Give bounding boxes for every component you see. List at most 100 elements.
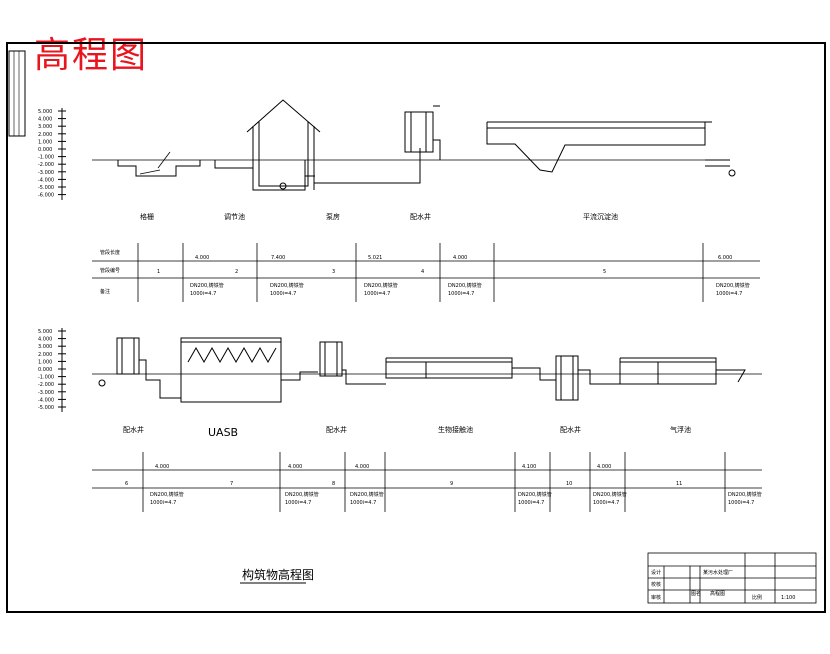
tb-scale: 1:100 [781, 595, 795, 601]
note-10b: 1000i=4.7 [593, 500, 619, 506]
distribution-well-3 [319, 341, 343, 377]
pipe-table-1-text: 管段长度 管段编号 备注 4.000 7.400 5.021 4.000 6.0… [100, 249, 750, 297]
note-6b: 1000i=4.7 [150, 500, 176, 506]
note-7b: 1000i=4.7 [285, 500, 311, 506]
seg-3: 3 [332, 269, 335, 275]
note-8b: 1000i=4.7 [350, 500, 376, 506]
note-5b: 1000i=4.7 [716, 291, 742, 297]
elevation-tick-label: -1.000 [38, 155, 54, 161]
len-3: 5.021 [368, 255, 382, 261]
note-8: DN200,铸铁管 [350, 491, 384, 498]
profile-row-1: 5.0004.0003.0002.0001.0000.000-1.000-2.0… [38, 99, 736, 200]
elevation-tick-label: 1.000 [38, 139, 52, 145]
len-4: 4.000 [453, 255, 467, 261]
elevation-tick-label: -2.000 [38, 382, 54, 388]
note-5: DN200,铸铁管 [716, 282, 750, 289]
tb-project: 某污水处理厂 [703, 569, 733, 576]
note-1b: 1000i=4.7 [190, 291, 216, 297]
tb-drawing-label: 图名 [691, 590, 701, 597]
note-7: DN200,铸铁管 [285, 491, 319, 498]
tb-designer: 设计 [651, 569, 661, 576]
len-9: 4.100 [522, 464, 536, 470]
label-flotation: 气浮池 [670, 425, 691, 434]
elevation-tick-label: -1.000 [38, 375, 54, 381]
len-2: 7.400 [271, 255, 285, 261]
note-4: DN200,铸铁管 [448, 282, 482, 289]
note-2: DN200,铸铁管 [270, 282, 304, 289]
seg-6: 6 [125, 481, 128, 487]
row-label-length: 管段长度 [100, 249, 120, 256]
seg-7: 7 [230, 481, 233, 487]
label-bio-contact: 生物接触池 [438, 425, 473, 434]
note-1: DN200,铸铁管 [190, 282, 224, 289]
seg-2: 2 [235, 269, 238, 275]
elevation-tick-label: 2.000 [38, 352, 52, 358]
seg-5: 5 [603, 269, 606, 275]
note-3: DN200,铸铁管 [364, 282, 398, 289]
elevation-tick-label: -3.000 [38, 390, 54, 396]
elevation-tick-label: 0.000 [38, 367, 52, 373]
note-2b: 1000i=4.7 [270, 291, 296, 297]
elevation-tick-label: 1.000 [38, 359, 52, 365]
pipe-table-2 [92, 452, 762, 512]
label-sedimentation: 平流沉淀池 [583, 212, 618, 221]
outer-frame [6, 42, 826, 613]
seg-10: 10 [566, 481, 572, 487]
seg-11: 11 [676, 481, 682, 487]
len-6: 4.000 [155, 464, 169, 470]
pipe-table-1 [92, 243, 760, 302]
elevation-tick-label: 0.000 [38, 147, 52, 153]
pump-house [246, 99, 321, 190]
label-distribution-well-3: 配水井 [326, 425, 347, 434]
tb-drawing-name: 高程图 [710, 590, 725, 597]
label-distribution-well-2: 配水井 [123, 425, 144, 434]
note-11b: 1000i=4.7 [728, 500, 754, 506]
elevation-tick-label: 5.000 [38, 329, 52, 335]
label-screen: 格栅 [140, 212, 154, 221]
uasb-reactor [180, 337, 282, 403]
tb-reviewer: 审核 [651, 594, 661, 601]
title-block-text: 设计 校核 审核 某污水处理厂 图名 高程图 比例 1:100 [651, 569, 795, 601]
label-distribution-well: 配水井 [410, 212, 431, 221]
elevation-tick-label: -2.000 [38, 162, 54, 168]
note-9: DN200,铸铁管 [518, 491, 552, 498]
note-9b: 1000i=4.7 [518, 500, 544, 506]
drawing-title: 构筑物高程图 [242, 567, 314, 582]
elevation-tick-label: 3.000 [38, 344, 52, 350]
elevation-tick-label: -3.000 [38, 170, 54, 176]
sedimentation-tank [486, 121, 706, 173]
note-11: DN200,铸铁管 [728, 491, 762, 498]
elevation-tick-label: 3.000 [38, 124, 52, 130]
seg-4: 4 [421, 269, 424, 275]
note-4b: 1000i=4.7 [448, 291, 474, 297]
elevation-tick-label: -4.000 [38, 397, 54, 403]
row-1-structure-labels: 格栅 调节池 泵房 配水井 平流沉淀池 [140, 212, 618, 221]
seg-8: 8 [332, 481, 335, 487]
binding-strip [8, 50, 26, 137]
flotation-tank [619, 357, 717, 385]
distribution-well-4 [555, 355, 579, 401]
row-2-structure-labels: 配水井 UASB 配水井 生物接触池 配水井 气浮池 [123, 425, 691, 439]
len-1: 4.000 [195, 255, 209, 261]
bio-contact-tank [385, 357, 513, 379]
seg-1: 1 [157, 269, 160, 275]
tb-checker: 校核 [651, 581, 661, 588]
pipe-table-2-text: 4.000 4.000 4.000 4.100 4.000 6 7 8 9 10… [125, 464, 762, 506]
elevation-tick-label: -5.000 [38, 185, 54, 191]
note-10: DN200,铸铁管 [593, 491, 627, 498]
label-distribution-well-4: 配水井 [560, 425, 581, 434]
elevation-tick-label: -6.000 [38, 193, 54, 199]
label-uasb: UASB [208, 426, 238, 439]
elevation-tick-label: 4.000 [38, 337, 52, 343]
label-equalization: 调节池 [224, 212, 245, 221]
distribution-well-2 [116, 337, 140, 375]
screen-chamber [117, 160, 201, 177]
distribution-well-1 [404, 111, 434, 153]
note-3b: 1000i=4.7 [364, 291, 390, 297]
row-label-number: 管段编号 [100, 267, 120, 274]
elevation-tick-label: -5.000 [38, 405, 54, 411]
elevation-tick-label: 2.000 [38, 132, 52, 138]
row-label-note: 备注 [100, 288, 110, 295]
